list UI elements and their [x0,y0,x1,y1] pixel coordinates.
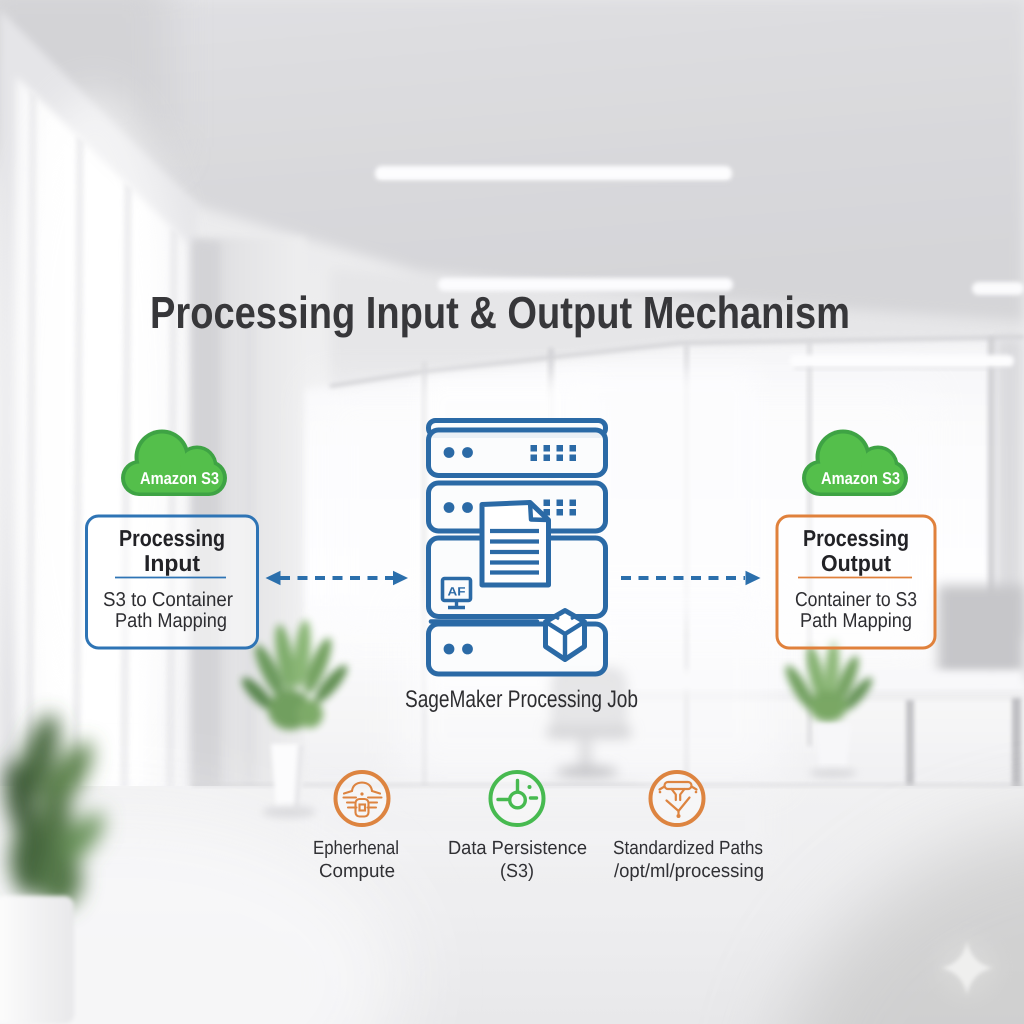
svg-text:Processing Input & Output Mech: Processing Input & Output Mechanism [150,287,850,338]
svg-text:Output: Output [821,550,891,576]
svg-text:Container to S3: Container to S3 [795,589,917,611]
svg-text:Path Mapping: Path Mapping [800,610,912,632]
svg-text:(S3): (S3) [500,861,534,882]
svg-text:/opt/ml/processing: /opt/ml/processing [614,861,764,882]
svg-text:Standardized Paths: Standardized Paths [613,838,763,859]
svg-text:Amazon S3: Amazon S3 [140,469,219,488]
svg-text:Input: Input [144,550,200,576]
svg-text:Path Mapping: Path Mapping [115,610,227,632]
svg-text:S3 to Container: S3 to Container [103,589,233,611]
svg-text:Data Persistence: Data Persistence [448,838,587,859]
svg-text:Processing: Processing [803,525,909,551]
svg-text:SageMaker Processing Job: SageMaker Processing Job [405,686,638,713]
svg-text:Amazon S3: Amazon S3 [821,469,900,488]
svg-text:Compute: Compute [319,861,395,882]
svg-text:AF: AF [448,585,466,599]
svg-text:Processing: Processing [119,525,225,551]
svg-text:Epherhenal: Epherhenal [313,838,399,859]
